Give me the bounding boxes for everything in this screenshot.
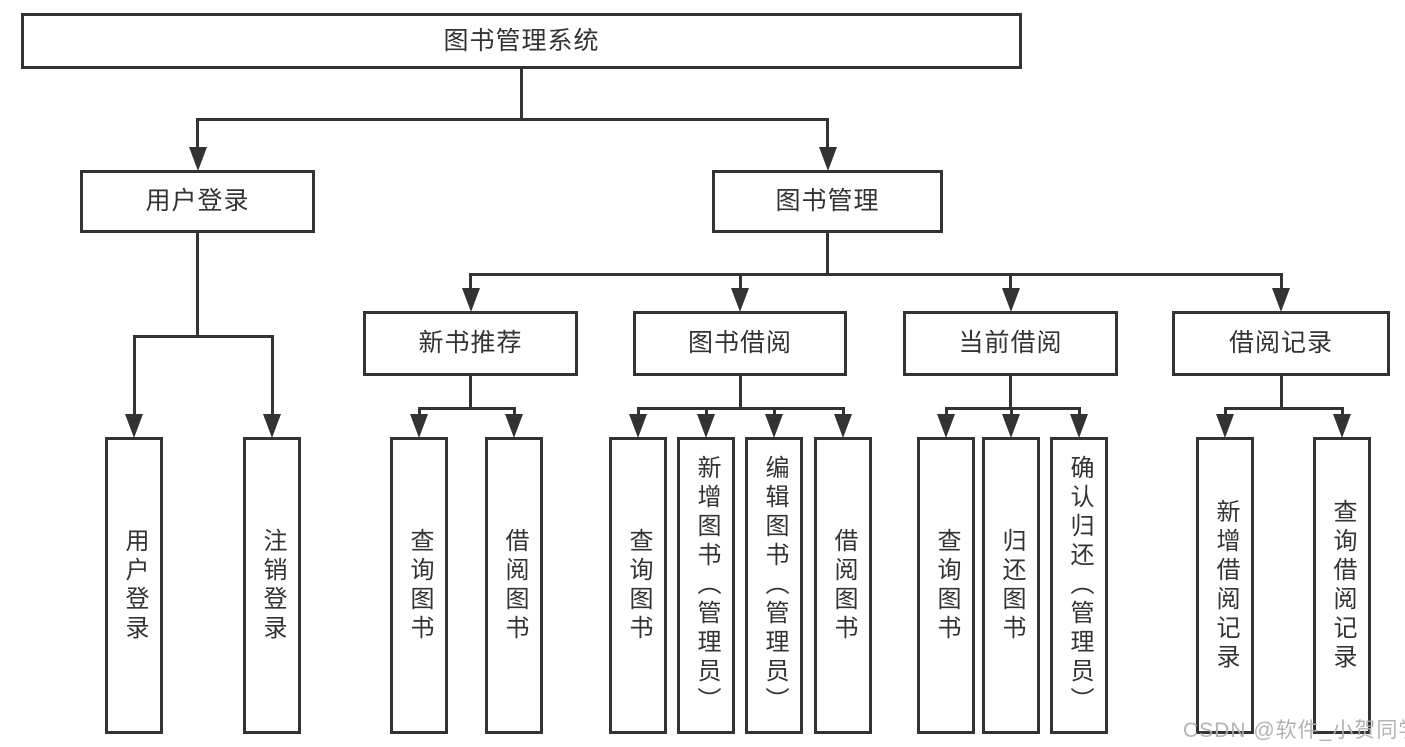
node-leaf-query-borrow-record: 查询借阅记录 xyxy=(1313,437,1371,734)
connector-line xyxy=(1340,407,1344,415)
arrowhead-icon xyxy=(731,288,749,312)
node-label: 确认归还（管理员） xyxy=(1066,455,1093,716)
node-leaf-add-books-admin: 新增图书（管理员） xyxy=(677,437,735,734)
node-label: 查询借阅记录 xyxy=(1329,498,1356,673)
node-leaf-return-books: 归还图书 xyxy=(982,437,1040,734)
connector-line xyxy=(132,335,136,415)
connector-line xyxy=(520,69,523,118)
node-label: 图书借阅 xyxy=(687,329,792,357)
connector-line xyxy=(196,118,829,121)
csdn-watermark: CSDN @软件_小贺同学 xyxy=(1183,719,1405,742)
connector-line xyxy=(944,407,1081,410)
connector-line xyxy=(944,407,948,415)
node-new-book-recommendation: 新书推荐 xyxy=(363,311,578,376)
arrowhead-icon xyxy=(461,288,480,312)
node-leaf-query-books-recommend: 查询图书 xyxy=(390,437,448,734)
connector-line xyxy=(469,376,472,407)
connector-line xyxy=(1223,407,1227,415)
node-label: 当前借阅 xyxy=(958,329,1063,357)
connector-line xyxy=(512,407,516,415)
connector-line xyxy=(196,118,199,148)
node-label: 借阅记录 xyxy=(1228,329,1333,357)
connector-line xyxy=(826,118,829,148)
node-label: 查询图书 xyxy=(933,527,960,644)
node-leaf-user-login: 用户登录 xyxy=(105,437,163,734)
arrowhead-icon xyxy=(1272,288,1290,312)
node-leaf-add-borrow-record: 新增借阅记录 xyxy=(1196,437,1254,734)
arrowhead-icon xyxy=(834,414,852,438)
arrowhead-icon xyxy=(410,414,428,438)
node-book-management: 图书管理 xyxy=(712,170,943,233)
arrowhead-icon xyxy=(125,414,143,438)
connector-line xyxy=(636,407,845,410)
node-label: 新书推荐 xyxy=(418,329,523,357)
connector-line xyxy=(738,273,742,289)
arrowhead-icon xyxy=(818,147,837,171)
node-label: 借阅图书 xyxy=(501,527,528,644)
node-leaf-borrow-books-recommend: 借阅图书 xyxy=(485,437,543,734)
node-label: 新增图书（管理员） xyxy=(693,455,720,716)
arrowhead-icon xyxy=(1002,414,1020,438)
node-label: 用户登录 xyxy=(121,527,148,644)
arrowhead-icon xyxy=(263,414,281,438)
connector-line xyxy=(132,335,274,338)
connector-line xyxy=(704,407,708,415)
connector-line xyxy=(636,407,640,415)
node-leaf-query-books-borrow: 查询图书 xyxy=(609,437,667,734)
node-borrowing-records: 借阅记录 xyxy=(1172,311,1390,376)
connector-line xyxy=(1223,407,1344,410)
node-label: 用户登录 xyxy=(145,187,250,215)
node-label: 编辑图书（管理员） xyxy=(761,455,788,716)
connector-line xyxy=(469,273,1283,276)
connector-line xyxy=(1009,376,1012,407)
node-label: 查询图书 xyxy=(406,527,433,644)
node-leaf-logout: 注销登录 xyxy=(243,437,301,734)
arrowhead-icon xyxy=(188,147,207,171)
arrowhead-icon xyxy=(765,414,783,438)
arrowhead-icon xyxy=(1001,288,1020,312)
connector-line xyxy=(1009,273,1012,289)
connector-line xyxy=(1279,273,1283,289)
node-book-borrowing: 图书借阅 xyxy=(633,311,847,376)
connector-line xyxy=(469,273,472,289)
node-current-borrowing: 当前借阅 xyxy=(903,311,1118,376)
connector-line xyxy=(1077,407,1081,415)
node-label: 注销登录 xyxy=(259,527,286,644)
connector-line xyxy=(196,233,199,335)
connector-line xyxy=(841,407,845,415)
node-leaf-edit-books-admin: 编辑图书（管理员） xyxy=(745,437,803,734)
connector-line xyxy=(826,233,829,273)
arrowhead-icon xyxy=(1070,414,1088,438)
connector-line xyxy=(1279,376,1283,407)
node-label: 借阅图书 xyxy=(830,527,857,644)
arrowhead-icon xyxy=(629,414,647,438)
arrowhead-icon xyxy=(1216,414,1234,438)
connector-line xyxy=(417,407,421,415)
node-label: 新增借阅记录 xyxy=(1212,498,1239,673)
node-user-login: 用户登录 xyxy=(80,170,315,233)
node-leaf-query-books-current: 查询图书 xyxy=(917,437,975,734)
node-leaf-borrow-books: 借阅图书 xyxy=(814,437,872,734)
connector-line xyxy=(738,376,742,407)
node-label: 查询图书 xyxy=(625,527,652,644)
node-library-management-system: 图书管理系统 xyxy=(21,13,1022,69)
node-leaf-confirm-return-admin: 确认归还（管理员） xyxy=(1050,437,1108,734)
arrowhead-icon xyxy=(697,414,715,438)
arrowhead-icon xyxy=(937,414,955,438)
node-label: 归还图书 xyxy=(998,527,1025,644)
arrowhead-icon xyxy=(1333,414,1351,438)
connector-line xyxy=(1009,407,1013,415)
arrowhead-icon xyxy=(505,414,523,438)
connector-line xyxy=(417,407,516,410)
node-label: 图书管理系统 xyxy=(443,26,600,55)
connector-line xyxy=(772,407,776,415)
node-label: 图书管理 xyxy=(775,187,880,215)
connector-line xyxy=(270,335,274,415)
